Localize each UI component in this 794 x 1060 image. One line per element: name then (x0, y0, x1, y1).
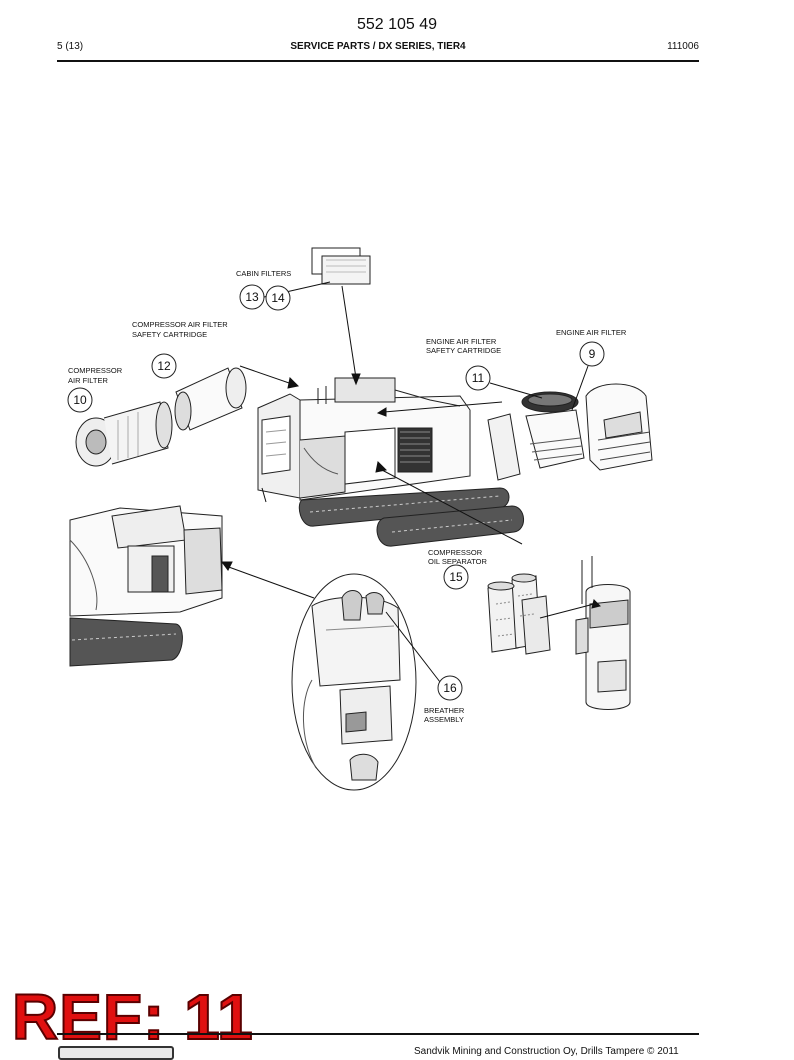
callout-9-number: 9 (589, 347, 596, 361)
label-breather-line2: ASSEMBLY (424, 715, 464, 724)
label-compressor-air-filter-line1: COMPRESSOR (68, 366, 123, 375)
label-breather-line1: BREATHER (424, 706, 465, 715)
compressor-air-filter-illustration (75, 401, 173, 467)
compressor-safety-cartridge-illustration (174, 367, 247, 431)
label-engine-safety-line2: SAFETY CARTRIDGE (426, 346, 501, 355)
label-engine-air-filter: ENGINE AIR FILTER (556, 328, 627, 337)
callout-15: 15 (443, 564, 469, 590)
label-compressor-air-filter-line2: AIR FILTER (68, 376, 108, 385)
leader-lines (221, 281, 601, 683)
label-oil-separator-line2: OIL SEPARATOR (428, 557, 487, 566)
callout-13: 13 (239, 284, 265, 310)
callout-16-number: 16 (443, 681, 457, 695)
page-title: SERVICE PARTS / DX SERIES, TIER4 (290, 41, 466, 52)
page-number: 5 (13) (57, 41, 84, 52)
oil-separator-elements-illustration (487, 573, 551, 655)
ref-overlay: REF: 11 (11, 981, 254, 1053)
callout-12-number: 12 (157, 359, 171, 373)
label-engine-safety-line1: ENGINE AIR FILTER (426, 337, 497, 346)
callout-10: 10 (67, 387, 93, 413)
label-cabin-filters: CABIN FILTERS (236, 269, 291, 278)
oil-separator-tank-illustration (575, 556, 631, 710)
company-logo (58, 1046, 174, 1060)
label-compressor-safety-line2: SAFETY CARTRIDGE (132, 330, 207, 339)
label-compressor-safety-line1: COMPRESSOR AIR FILTER (132, 320, 228, 329)
footer-copyright: Sandvik Mining and Construction Oy, Dril… (414, 1046, 679, 1057)
callout-11-number: 11 (472, 371, 485, 385)
callout-14-number: 14 (271, 291, 285, 305)
breather-detail-view-illustration (291, 573, 417, 791)
date-code: 111006 (667, 41, 699, 52)
rig-side-view-illustration (69, 505, 223, 667)
cabin-filter-illustration (311, 247, 371, 285)
engine-air-filter-housing-illustration (487, 383, 653, 481)
document-number: 552 105 49 (356, 16, 438, 33)
callout-15-number: 15 (449, 570, 463, 584)
callout-13-number: 13 (245, 290, 259, 304)
callout-9: 9 (579, 341, 605, 367)
header-rule (57, 60, 699, 62)
label-oil-separator-line1: COMPRESSOR (428, 548, 483, 557)
callout-12: 12 (151, 353, 177, 379)
footer-rule (57, 1033, 699, 1035)
callout-11: 11 (465, 365, 491, 391)
callout-10-number: 10 (73, 393, 87, 407)
callout-16: 16 (437, 675, 463, 701)
callout-14: 14 (265, 285, 291, 311)
